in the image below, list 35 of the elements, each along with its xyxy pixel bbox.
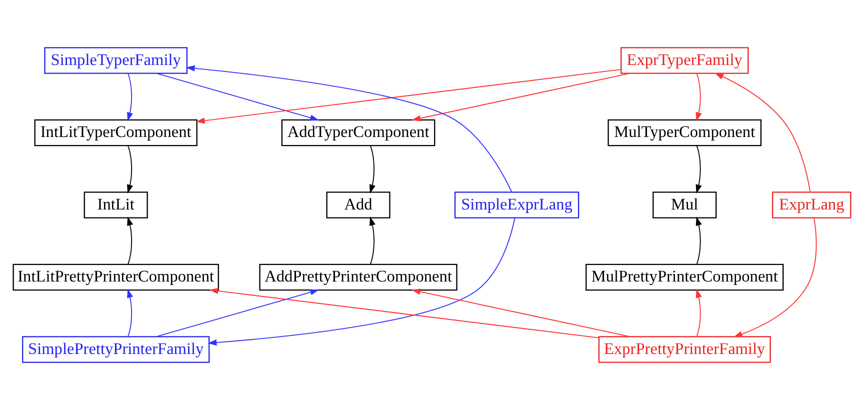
node-box: SimpleExprLang — [454, 192, 580, 218]
node-box: MulTyperComponent — [608, 119, 762, 146]
node-box: AddPrettyPrinterComponent — [259, 264, 458, 291]
node-box: ExprTyperFamily — [620, 47, 749, 74]
arrow — [156, 289, 320, 338]
arrow — [127, 288, 134, 338]
arrow — [208, 218, 516, 346]
node-box: AddTyperComponent — [281, 119, 436, 146]
arrow — [714, 72, 811, 192]
arrow — [733, 218, 817, 338]
arrow — [696, 73, 702, 122]
node-box: Add — [326, 192, 390, 218]
arrow — [209, 288, 600, 338]
arrow — [370, 216, 376, 265]
node-box: Mul — [652, 192, 717, 218]
arrow — [127, 216, 134, 265]
arrow — [696, 145, 702, 194]
node-box: IntLitTyperComponent — [34, 119, 198, 146]
arrow — [127, 73, 134, 122]
arrow — [196, 69, 622, 124]
arrow — [127, 145, 134, 194]
node-box: IntLit — [84, 192, 148, 218]
arrow — [696, 216, 702, 265]
arrow — [696, 288, 702, 338]
node-box: MulPrettyPrinterComponent — [586, 264, 784, 291]
node-box: ExprLang — [772, 192, 852, 218]
arrow — [369, 145, 376, 194]
node-box: SimpleTyperFamily — [44, 47, 188, 74]
arrow — [186, 65, 512, 193]
arrow — [412, 288, 630, 338]
arrow — [412, 72, 630, 122]
node-box: ExprPrettyPrinterFamily — [598, 336, 771, 363]
node-box: IntLitPrettyPrinterComponent — [12, 264, 220, 291]
node-box: SimplePrettyPrinterFamily — [22, 336, 210, 363]
arrow — [156, 72, 319, 121]
